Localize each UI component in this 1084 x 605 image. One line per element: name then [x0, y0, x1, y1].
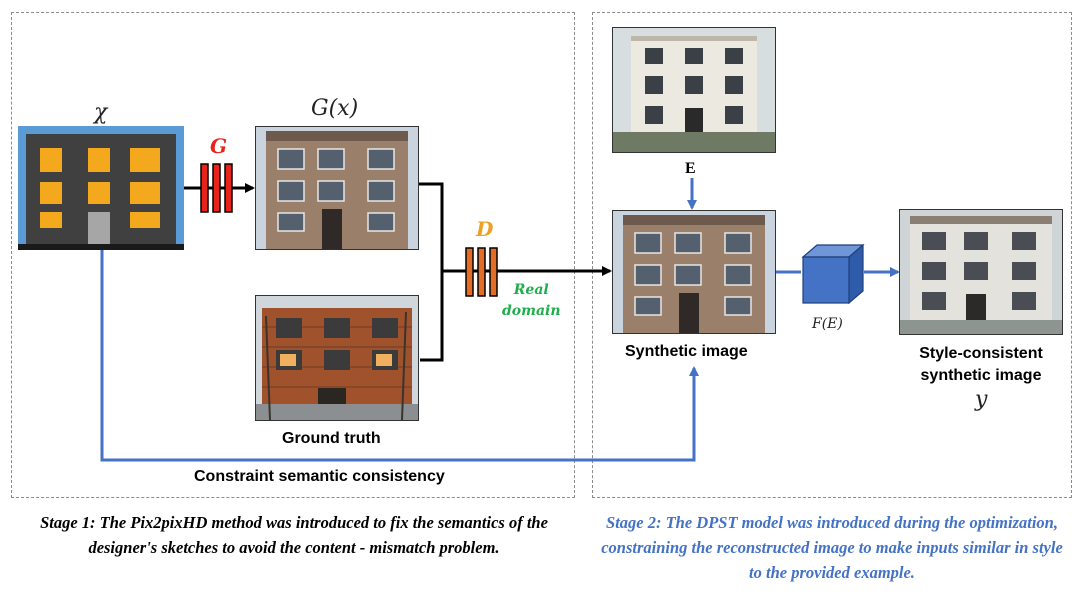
style-consistent-output-image: [900, 210, 1062, 334]
constraint-label: Constraint semantic consistency: [194, 468, 445, 485]
real-domain-label: Real domain: [502, 282, 561, 319]
style-example-image: [613, 28, 775, 152]
feature-label: F(E): [812, 316, 843, 332]
stage1-caption: Stage 1: The Pix2pixHD method was introd…: [40, 513, 548, 557]
ground-truth-label: Ground truth: [282, 430, 381, 447]
generator-label: G: [210, 134, 228, 158]
generated-label: G(x): [311, 96, 359, 121]
input-symbol: χ: [94, 100, 108, 125]
feature-cube-icon: [801, 243, 865, 305]
ground-truth-image: [256, 296, 418, 420]
stage2-box: [592, 12, 1072, 498]
sketch-input-image: [18, 126, 184, 250]
encoder-label: E: [685, 160, 696, 177]
stage1-box: [11, 12, 575, 498]
synthetic-image-label: Synthetic image: [625, 343, 748, 360]
discriminator-block: [465, 247, 498, 297]
generator-block: [200, 163, 233, 213]
output-label: Style-consistent synthetic image: [919, 345, 1043, 384]
discriminator-label: D: [476, 217, 494, 241]
line-generated-to-merge: [418, 182, 444, 362]
synthetic-image: [613, 211, 775, 333]
arrow-constraint-path: [100, 250, 699, 462]
generated-building-image: [256, 127, 418, 249]
output-symbol: y: [975, 387, 988, 412]
stage2-caption: Stage 2: The DPST model was introduced d…: [601, 513, 1063, 582]
